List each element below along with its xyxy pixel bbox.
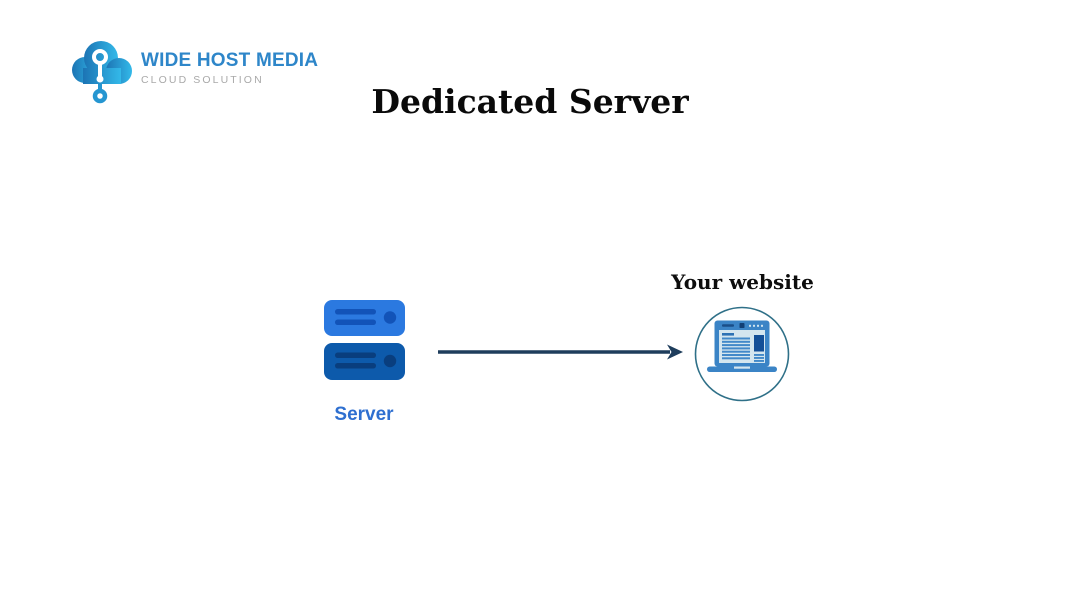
server-top-unit xyxy=(324,300,405,336)
website-label: Your website xyxy=(671,270,814,294)
cloud-circuit-icon xyxy=(72,41,132,104)
page-title: Dedicated Server xyxy=(371,82,689,121)
laptop-icon xyxy=(694,306,790,402)
server-label: Server xyxy=(334,404,394,425)
server-bottom-unit xyxy=(324,343,405,380)
logo-text: WIDE HOST MEDIA CLOUD SOLUTION xyxy=(141,51,318,86)
logo-name: WIDE HOST MEDIA xyxy=(141,50,319,71)
server-stack-icon xyxy=(324,300,405,380)
logo-tagline: CLOUD SOLUTION xyxy=(141,73,264,86)
logo: WIDE HOST MEDIA CLOUD SOLUTION xyxy=(70,32,318,104)
right-arrow-icon xyxy=(438,344,683,360)
